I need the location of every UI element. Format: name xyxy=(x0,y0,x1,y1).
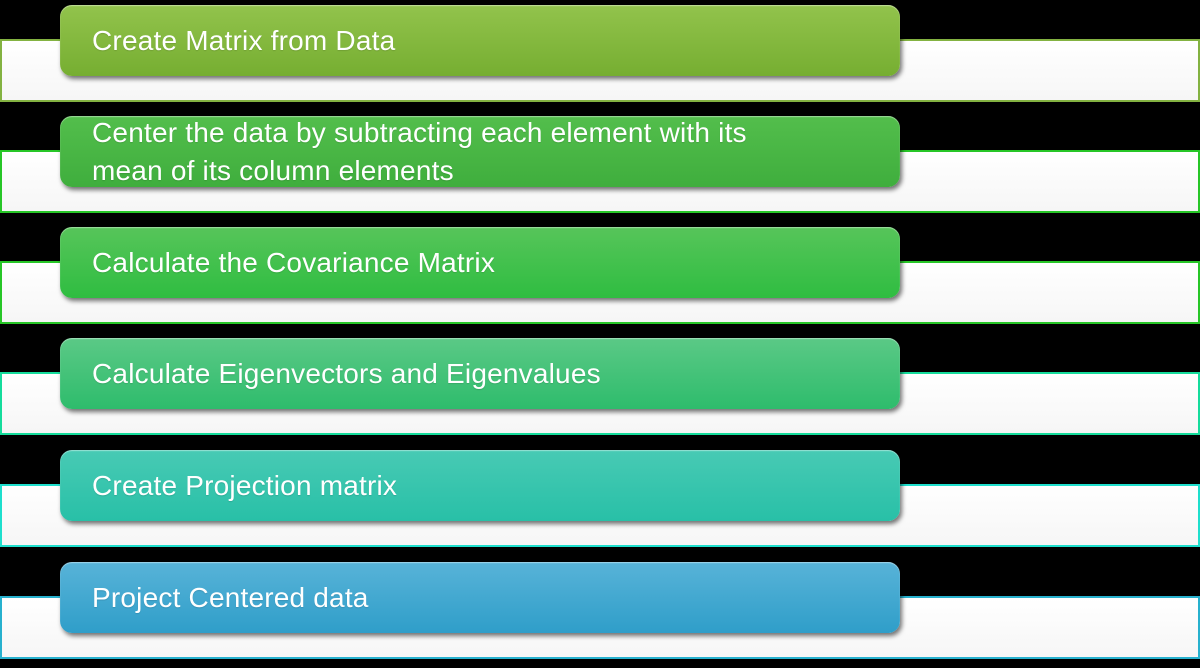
step-node: Project Centered data xyxy=(60,562,900,633)
step-label: Calculate Eigenvectors and Eigenvalues xyxy=(92,357,601,389)
step-node: Calculate the Covariance Matrix xyxy=(60,227,900,298)
step-label: Create Matrix from Data xyxy=(92,24,396,56)
step-node: Calculate Eigenvectors and Eigenvalues xyxy=(60,338,900,409)
step-row-3: Calculate the Covariance Matrix xyxy=(0,227,1200,333)
step-row-2: Center the data by subtracting each elem… xyxy=(0,116,1200,222)
step-label: Calculate the Covariance Matrix xyxy=(92,246,496,278)
step-row-5: Create Projection matrix xyxy=(0,450,1200,556)
step-node: Create Matrix from Data xyxy=(60,5,900,76)
step-label: Project Centered data xyxy=(92,581,369,613)
step-node: Create Projection matrix xyxy=(60,450,900,521)
step-label: Center the data by subtracting each elem… xyxy=(92,116,747,186)
step-row-4: Calculate Eigenvectors and Eigenvalues xyxy=(0,338,1200,444)
step-row-6: Project Centered data xyxy=(0,562,1200,668)
step-label: Create Projection matrix xyxy=(92,469,398,501)
step-node: Center the data by subtracting each elem… xyxy=(60,116,900,187)
step-row-1: Create Matrix from Data xyxy=(0,5,1200,111)
